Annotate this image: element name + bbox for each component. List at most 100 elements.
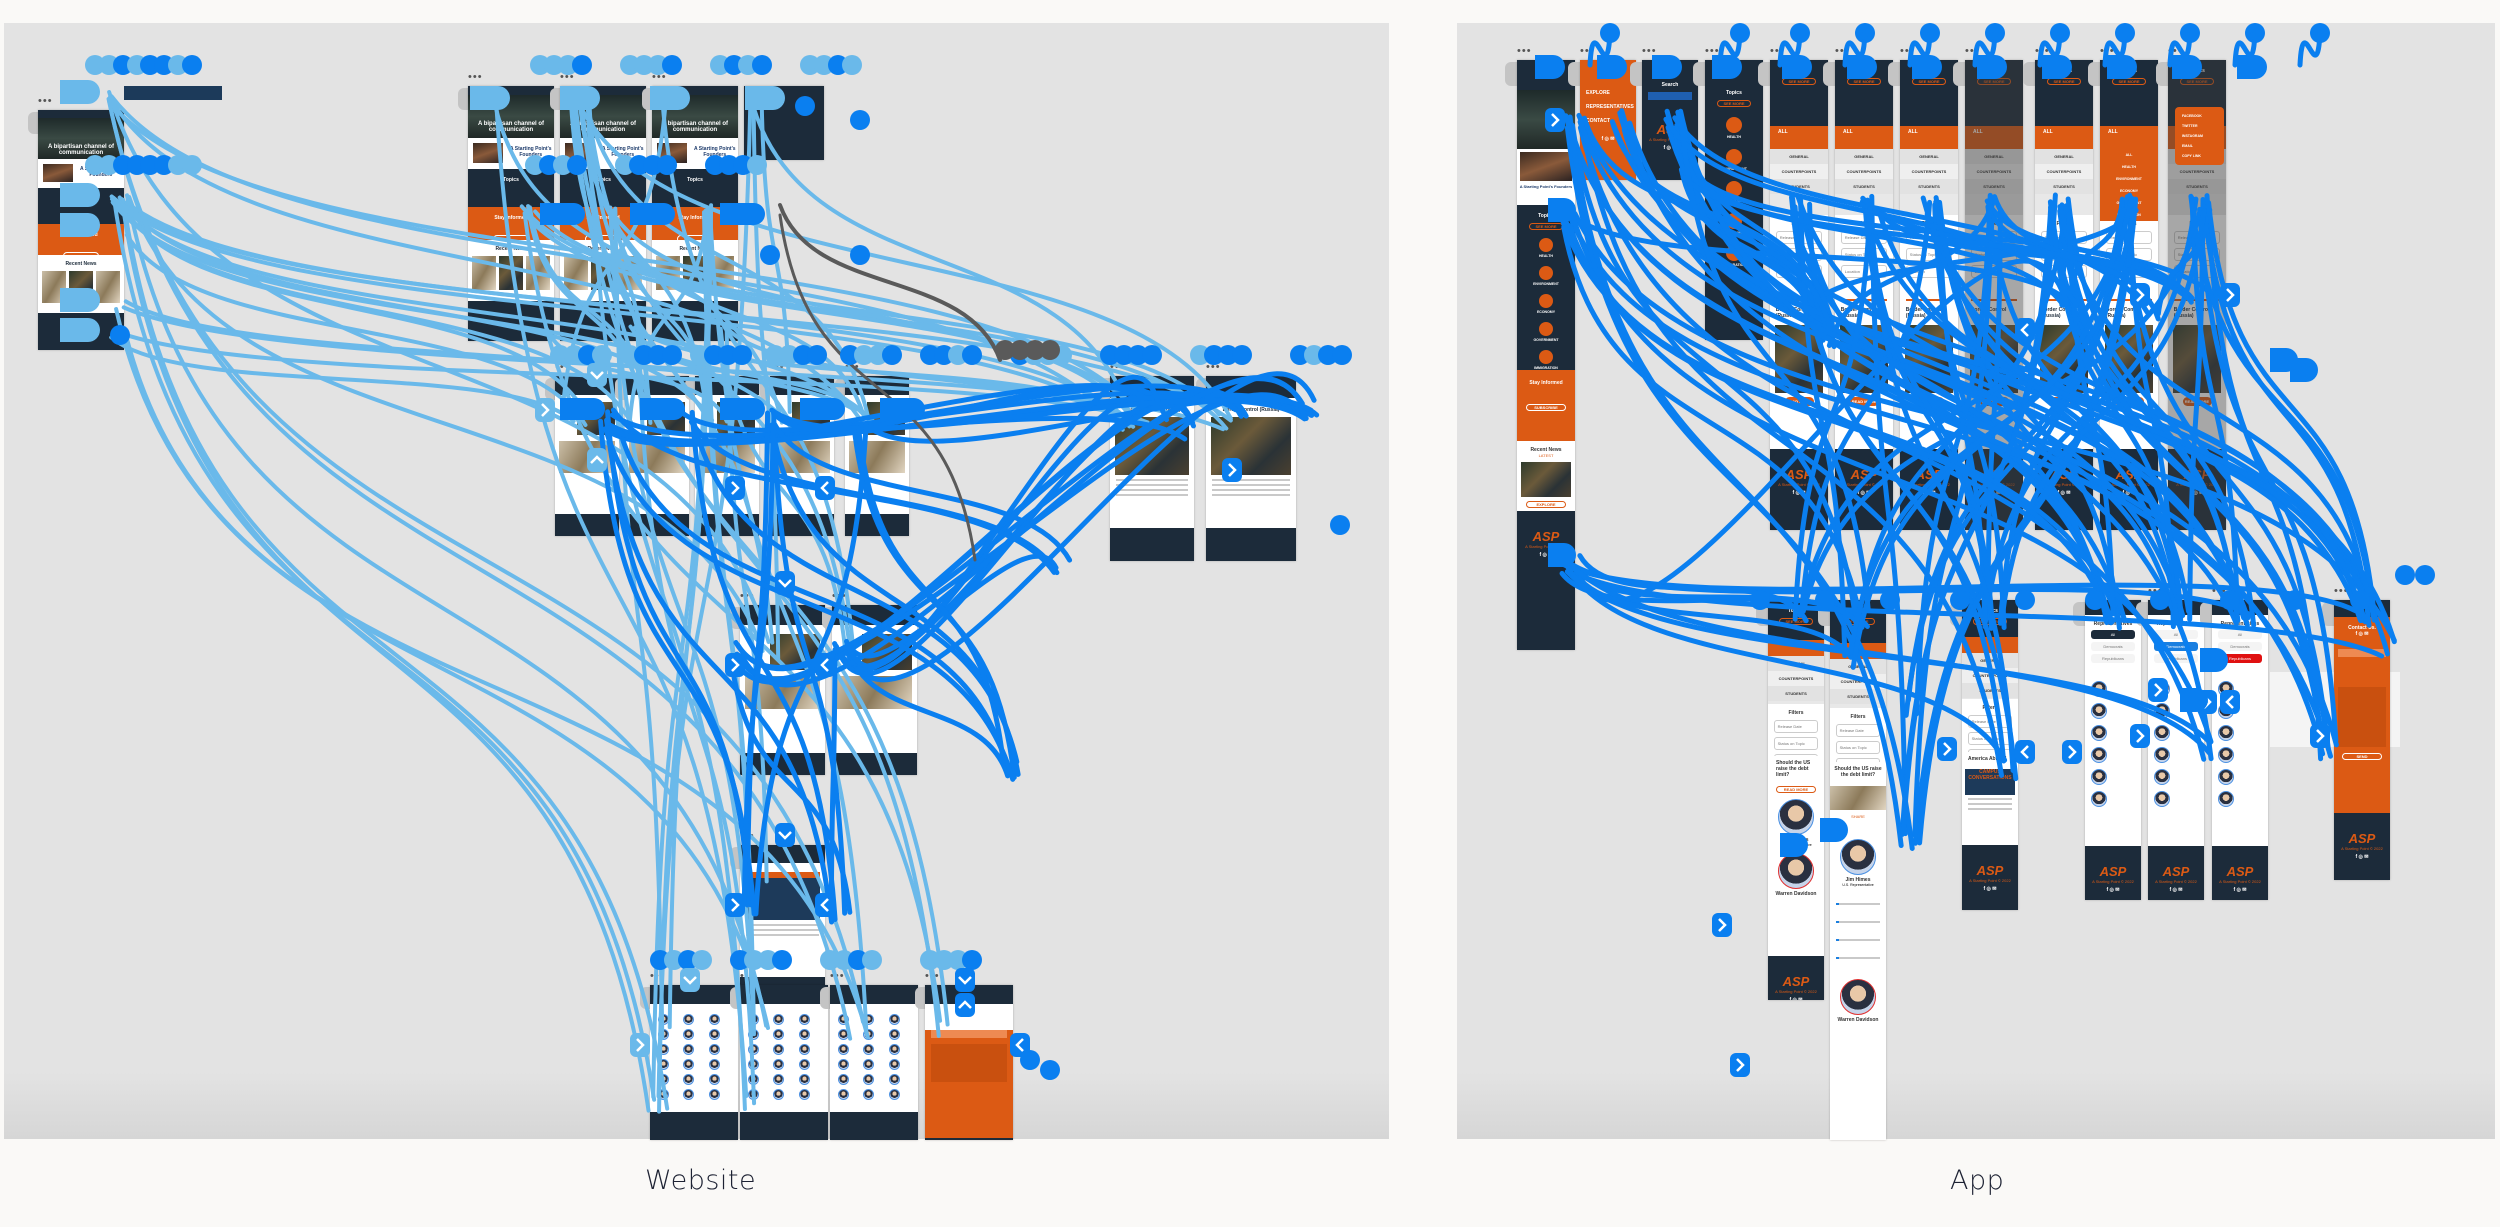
artboard-menu-dots[interactable]: ••• <box>2168 45 2183 57</box>
explore-button[interactable]: EXPLORE <box>1525 500 1567 508</box>
artboard-menu-dots[interactable]: ••• <box>2334 585 2349 597</box>
tab-counterpoints[interactable]: COUNTERPOINTS <box>1900 164 1958 180</box>
filter-status-on-topic[interactable]: Status on Topic <box>1905 248 1953 262</box>
rep-avatar-left[interactable] <box>1778 799 1814 835</box>
tab-students[interactable]: STUDENTS <box>1770 179 1828 195</box>
rep-avatar[interactable] <box>863 1043 875 1055</box>
category-dropdown[interactable]: ALL <box>1770 125 1828 150</box>
category-dropdown[interactable]: ALL <box>2100 125 2158 150</box>
filter-release-date[interactable]: Release Date <box>1773 720 1819 733</box>
artboard-menu-dots[interactable]: ••• <box>740 590 755 602</box>
share-menu-item[interactable]: INSTAGRAM <box>2181 134 2203 138</box>
artboard-menu-dots[interactable]: ••• <box>560 71 575 83</box>
rep-avatar[interactable] <box>658 1028 669 1040</box>
website-artboard-topics-2[interactable] <box>625 376 689 536</box>
artboard-home-tab[interactable] <box>2136 602 2148 626</box>
artboard-home-tab[interactable] <box>1630 62 1642 86</box>
rep-avatar[interactable] <box>2218 769 2234 785</box>
tab-students[interactable]: STUDENTS <box>2035 179 2093 195</box>
rep-avatar[interactable] <box>798 1013 810 1025</box>
filter-location[interactable]: Location <box>1840 265 1888 279</box>
rep-avatar[interactable] <box>798 1028 810 1040</box>
rep-avatar[interactable] <box>683 1028 695 1040</box>
filter-release-date[interactable]: Release Date <box>1835 723 1881 737</box>
read-more-button[interactable]: READ MORE <box>1776 786 1816 793</box>
artboard-home-tab[interactable] <box>1568 62 1580 86</box>
rep-avatar[interactable] <box>2091 681 2107 697</box>
rep-avatar[interactable] <box>773 1043 785 1055</box>
website-artboard-topics-5[interactable] <box>845 376 909 536</box>
read-more-button[interactable]: READ MORE <box>2114 396 2144 406</box>
artboard-menu-dots[interactable]: ••• <box>1835 45 1850 57</box>
share-menu-item[interactable]: TWITTER <box>2181 124 2198 128</box>
artboard-home-tab[interactable] <box>1758 62 1770 86</box>
artboard-menu-dots[interactable]: ••• <box>695 361 710 373</box>
tab-counterpoints[interactable]: COUNTERPOINTS <box>1962 667 2018 683</box>
rep-avatar[interactable] <box>773 1088 785 1100</box>
rep-filter-republicans[interactable]: Republicans <box>2153 654 2199 663</box>
rep-avatar[interactable] <box>888 1028 900 1040</box>
artboard-home-tab[interactable] <box>1756 602 1768 626</box>
search-input[interactable] <box>1648 92 1692 100</box>
contact-field[interactable] <box>931 1029 1007 1038</box>
rep-avatar[interactable] <box>708 1028 720 1040</box>
rep-avatar[interactable] <box>2154 769 2170 785</box>
rep-avatar[interactable] <box>2154 703 2170 719</box>
website-artboard-representatives-1[interactable] <box>650 985 738 1140</box>
artboard-home-tab[interactable] <box>685 378 695 400</box>
rep-filter-democrats[interactable]: Democrats <box>2153 642 2199 651</box>
website-artboard-article-1[interactable]: Border Control (Russia) <box>1110 376 1194 561</box>
category-option[interactable]: ECONOMY <box>2119 189 2139 194</box>
tab-counterpoints[interactable]: COUNTERPOINTS <box>2035 164 2093 180</box>
rep-avatar[interactable] <box>683 1043 695 1055</box>
rep-avatar[interactable] <box>2091 703 2107 719</box>
artboard-home-tab[interactable] <box>1953 62 1965 86</box>
filter-location[interactable]: Location <box>1905 265 1953 279</box>
artboard-home-tab[interactable] <box>545 378 555 400</box>
artboard-menu-dots[interactable]: ••• <box>650 970 665 982</box>
rep-avatar[interactable] <box>773 1073 785 1085</box>
rep-filter-all[interactable]: All <box>2217 630 2263 639</box>
tab-general[interactable]: GENERAL <box>1900 149 1958 165</box>
see-more-button[interactable]: SEE MORE <box>2046 78 2082 85</box>
artboard-menu-dots[interactable]: ••• <box>1900 45 1915 57</box>
filter-status-on-topic[interactable]: Status on Topic <box>1835 740 1881 754</box>
category-icon[interactable] <box>1726 117 1742 134</box>
artboard-home-tab[interactable] <box>28 112 38 134</box>
filter-release-date[interactable]: Release Date <box>1905 231 1953 245</box>
rep-avatar[interactable] <box>863 1028 875 1040</box>
category-icon[interactable] <box>1539 265 1553 280</box>
category-option[interactable]: IMMIGRATION <box>2117 213 2141 218</box>
artboard-menu-dots[interactable]: ••• <box>845 361 860 373</box>
rep-avatar[interactable] <box>2154 791 2170 807</box>
artboard-menu-dots[interactable]: ••• <box>555 361 570 373</box>
artboard-menu-dots[interactable]: ••• <box>1642 45 1657 57</box>
category-dropdown[interactable] <box>1830 643 1886 660</box>
message-field[interactable] <box>2338 686 2386 747</box>
rep-filter-democrats[interactable]: Democrats <box>2090 642 2136 651</box>
artboard-menu-dots[interactable]: ••• <box>1962 585 1977 597</box>
filter-status-on-topic[interactable]: Status on Topic <box>1840 248 1888 262</box>
see-more-button[interactable]: SEE MORE <box>1528 222 1564 230</box>
artboard-home-tab[interactable] <box>1950 602 1962 626</box>
website-artboard-representatives-3[interactable] <box>830 985 918 1140</box>
rep-avatar[interactable] <box>888 1013 900 1025</box>
news-thumbnail[interactable] <box>710 256 734 290</box>
rep-avatar[interactable] <box>888 1058 900 1070</box>
news-thumbnail[interactable] <box>591 256 615 290</box>
news-thumbnail[interactable] <box>618 256 642 290</box>
rep-avatar[interactable] <box>2218 703 2234 719</box>
rep-avatar[interactable] <box>2218 725 2234 741</box>
artboard-menu-dots[interactable]: ••• <box>1580 45 1595 57</box>
tab-counterpoints[interactable]: COUNTERPOINTS <box>1768 671 1824 686</box>
artboard-home-tab[interactable] <box>1505 62 1517 86</box>
rep-avatar[interactable] <box>2091 769 2107 785</box>
filter-status-on-topic[interactable]: Status on Topic <box>1773 737 1819 750</box>
